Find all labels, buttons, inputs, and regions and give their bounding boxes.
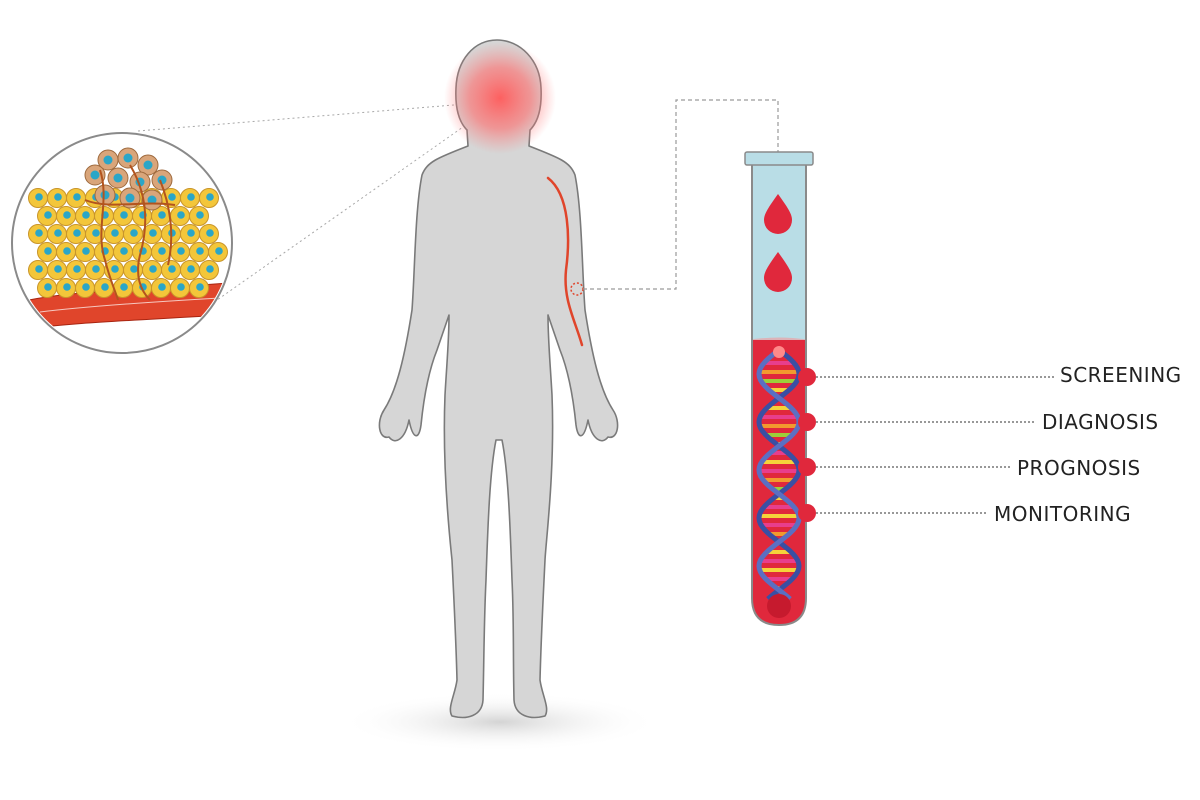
tumor-cell-nucleus (82, 211, 90, 219)
tumor-cell-nucleus (196, 247, 204, 255)
tumor-cell-nucleus (63, 211, 71, 219)
tumor-cell-nucleus (177, 247, 185, 255)
tumor-cell-nucleus (120, 247, 128, 255)
tumor-cell-nucleus (130, 229, 138, 237)
blood-drop-icon (764, 252, 792, 292)
tumor-cell-nucleus (215, 247, 223, 255)
blood-drop-icon (764, 194, 792, 234)
tumor-cell-nucleus (187, 265, 195, 273)
tumor-cell-nucleus (54, 229, 62, 237)
bubble (773, 346, 785, 358)
tumor-cell-nucleus (157, 175, 167, 185)
tumor-cell-nucleus (113, 173, 123, 183)
label-screening: SCREENING (1060, 363, 1182, 387)
application-marker (798, 504, 816, 522)
tumor-cell-nucleus (130, 265, 138, 273)
tumor-cell-nucleus (35, 265, 43, 273)
tumor-cell-nucleus (101, 283, 109, 291)
tumor-cell-nucleus (44, 247, 52, 255)
tumor-cell-nucleus (103, 155, 113, 165)
tumor-cell-nucleus (120, 211, 128, 219)
label-monitoring: MONITORING (994, 502, 1132, 526)
tumor-cell-nucleus (111, 229, 119, 237)
tumor-cell-nucleus (177, 211, 185, 219)
blood-cell (767, 594, 791, 618)
tumor-cell-nucleus (73, 229, 81, 237)
application-marker (798, 458, 816, 476)
tumor-cells-magnified (28, 147, 228, 298)
tumor-cell-nucleus (111, 265, 119, 273)
tumor-cell-nucleus (158, 283, 166, 291)
tumor-cell-nucleus (90, 170, 100, 180)
tumor-cell-nucleus (143, 160, 153, 170)
human-body-silhouette (378, 39, 619, 719)
tumor-cell-nucleus (44, 283, 52, 291)
tumor-cell-nucleus (123, 153, 133, 163)
tumor-cell-nucleus (149, 265, 157, 273)
tumor-cell-nucleus (82, 283, 90, 291)
tumor-cell-nucleus (92, 229, 100, 237)
tumor-cell-nucleus (168, 265, 176, 273)
tumor-magnification (11, 132, 233, 354)
tumor-cell-nucleus (168, 193, 176, 201)
application-marker (798, 368, 816, 386)
floor-shadow (340, 692, 660, 752)
tumor-cell-nucleus (177, 283, 185, 291)
tumor-cell-nucleus (206, 229, 214, 237)
arm-to-tube-connector (583, 99, 779, 290)
tumor-glow (444, 42, 556, 154)
tumor-cell-nucleus (147, 195, 157, 205)
tumor-cell-nucleus (35, 229, 43, 237)
tumor-cell-nucleus (100, 190, 110, 200)
tumor-cell-nucleus (73, 265, 81, 273)
label-diagnosis: DIAGNOSIS (1042, 410, 1159, 434)
tumor-cell-nucleus (44, 211, 52, 219)
tumor-cell-nucleus (92, 265, 100, 273)
tumor-cell-nucleus (196, 283, 204, 291)
dna-strand (756, 348, 802, 601)
tumor-cell-nucleus (35, 193, 43, 201)
zoom-connector-lines (137, 101, 491, 306)
tumor-cell-nucleus (120, 283, 128, 291)
blood-test-tube (744, 151, 814, 627)
tumor-cell-nucleus (206, 265, 214, 273)
tumor-cell-nucleus (54, 265, 62, 273)
tumor-cell-nucleus (187, 229, 195, 237)
application-marker (798, 413, 816, 431)
tumor-cell-nucleus (54, 193, 62, 201)
tumor-cell-nucleus (125, 193, 135, 203)
tumor-cell-nucleus (63, 283, 71, 291)
tumor-cell-nucleus (158, 247, 166, 255)
dna-helix (756, 346, 802, 618)
tumor-cell-nucleus (158, 211, 166, 219)
tumor-cell-nucleus (73, 193, 81, 201)
tumor-cell-nucleus (63, 247, 71, 255)
tumor-cell-nucleus (206, 193, 214, 201)
label-prognosis: PROGNOSIS (1017, 456, 1141, 480)
tumor-cell-nucleus (187, 193, 195, 201)
tumor-cell-nucleus (149, 229, 157, 237)
tumor-cell-nucleus (82, 247, 90, 255)
application-markers (798, 368, 1055, 522)
arm-blood-vessel (546, 176, 584, 347)
tumor-capillaries (84, 164, 176, 301)
tumor-cell-nucleus (196, 211, 204, 219)
dna-strand (756, 348, 802, 601)
